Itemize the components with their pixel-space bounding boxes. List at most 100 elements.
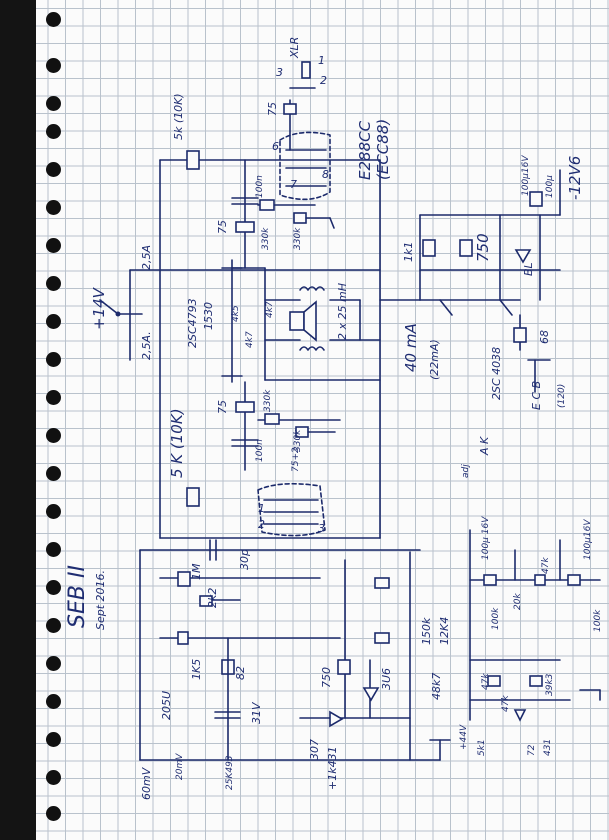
label-82: 82 xyxy=(234,666,247,680)
label-330k-c: 330k xyxy=(263,389,273,412)
label-205u: 205U xyxy=(160,691,173,720)
label-750-right: 750 xyxy=(474,233,492,262)
resistor-100k-a xyxy=(483,574,497,586)
label-48k7: 48k7 xyxy=(430,673,443,700)
led-icon xyxy=(514,249,532,264)
label-4k7-a: 4k7 xyxy=(265,301,275,318)
xlr-pin-2: 2 xyxy=(320,74,327,87)
binder-hole xyxy=(46,732,61,747)
label-20k: 20k xyxy=(513,593,523,610)
resistor-750-right xyxy=(459,239,473,257)
zener-icon xyxy=(362,687,380,702)
schematic-date: Sept 2016. xyxy=(94,570,107,630)
current-source xyxy=(379,169,561,393)
binder-hole xyxy=(46,390,61,405)
pin-2: 2 xyxy=(258,518,265,531)
label-47k: 47k xyxy=(541,557,551,574)
label-72: 72 xyxy=(527,744,537,756)
label-100n-bottom: 100n xyxy=(255,439,265,462)
diode-lower-icon xyxy=(513,709,527,722)
binder-hole xyxy=(46,96,61,111)
label-5k-bottom: 5 K (10K) xyxy=(168,408,186,478)
label-330k-b: 330k xyxy=(293,227,303,250)
resistor-330k-c xyxy=(264,413,280,425)
regulator xyxy=(469,529,601,722)
capacitor-100u xyxy=(529,191,543,207)
label-1k1: 1k1 xyxy=(402,242,415,262)
label-330k-d: 330k xyxy=(293,429,303,452)
pin-7: 7 xyxy=(290,178,297,191)
current-bottom: 2,5A. xyxy=(140,331,153,360)
binder-hole xyxy=(46,504,61,519)
pinout-ebc: E C B xyxy=(530,381,543,410)
resistor-1m xyxy=(177,571,191,587)
resistor-1k1 xyxy=(422,239,436,257)
label-75-b: 75 xyxy=(216,400,229,414)
current-ma-alt: (22mA) xyxy=(428,339,441,380)
label-30p: 30p xyxy=(238,549,251,570)
binder-hole xyxy=(46,618,61,633)
output-stage xyxy=(221,259,381,383)
label-100u16-b: 100μ16V xyxy=(583,519,593,560)
label-100k-a: 100k xyxy=(491,607,501,630)
label-input-20mv: 20mV xyxy=(175,753,185,780)
resistor-1k5 xyxy=(177,631,189,645)
label-31v: 31V xyxy=(250,701,263,724)
resistor-150k xyxy=(374,577,390,589)
pin-6: 6 xyxy=(272,140,279,153)
label-750-bottom: 750 xyxy=(320,667,333,688)
label-330k-a: 330k xyxy=(261,227,271,250)
label-12k4: 12K4 xyxy=(438,617,451,645)
label-44v: +44V xyxy=(459,724,469,750)
label-68: 68 xyxy=(538,330,551,344)
label-100k-b: 100k xyxy=(593,609,603,632)
xlr-connector xyxy=(301,61,311,79)
supply-positive: +14V xyxy=(90,286,108,330)
binder-hole xyxy=(46,276,61,291)
label-100u16-a: 100μ 16V xyxy=(481,516,491,560)
input-stage xyxy=(139,539,451,761)
binder-hole xyxy=(46,314,61,329)
resistor-330k-a xyxy=(293,212,307,224)
binder-hole xyxy=(46,694,61,709)
label-4k7-b: 4k7 xyxy=(245,331,255,348)
label-75-a: 75 xyxy=(216,220,229,234)
notebook-binding xyxy=(0,0,36,840)
xlr-pin-3: 3 xyxy=(276,66,283,79)
lower-stage xyxy=(159,381,381,539)
label-100n-top: 100n xyxy=(255,175,265,198)
tube-envelope-top xyxy=(279,131,331,201)
pin-8: 8 xyxy=(322,168,329,181)
diode-icon xyxy=(329,710,344,728)
binder-hole xyxy=(46,58,61,73)
binder-hole xyxy=(46,12,61,27)
label-47k-c: 47k xyxy=(501,695,511,712)
resistor-12k4 xyxy=(374,632,390,644)
binder-hole xyxy=(46,162,61,177)
binder-hole xyxy=(46,428,61,443)
label-307: 307 xyxy=(308,739,321,760)
label-4k5: 4k5 xyxy=(231,305,241,322)
resistor-100n xyxy=(259,199,275,211)
resistor-75-out xyxy=(283,103,297,115)
binder-hole xyxy=(46,806,61,821)
resistor-75-top xyxy=(235,221,255,233)
label-2k2: 2k2 xyxy=(206,588,219,608)
resistor-75-bottom xyxy=(235,401,255,413)
label-3u6: 3U6 xyxy=(380,668,393,690)
transistor-power: 2SC4793 xyxy=(186,298,199,348)
tube-envelope-bottom xyxy=(257,482,326,537)
binder-hole xyxy=(46,352,61,367)
resistor-47k xyxy=(487,675,501,687)
label-bl: BL xyxy=(522,262,535,276)
pin-1: 1 xyxy=(258,502,265,515)
label-1k5: 1K5 xyxy=(190,659,203,680)
inductor-bottom xyxy=(299,346,325,351)
label-39k: 39k3 xyxy=(545,673,555,696)
resistor-20k xyxy=(534,574,546,586)
resistor-39k xyxy=(529,675,543,687)
label-inductor: 2 x 25 mH xyxy=(336,283,349,340)
resistor-100k-b xyxy=(567,574,581,586)
